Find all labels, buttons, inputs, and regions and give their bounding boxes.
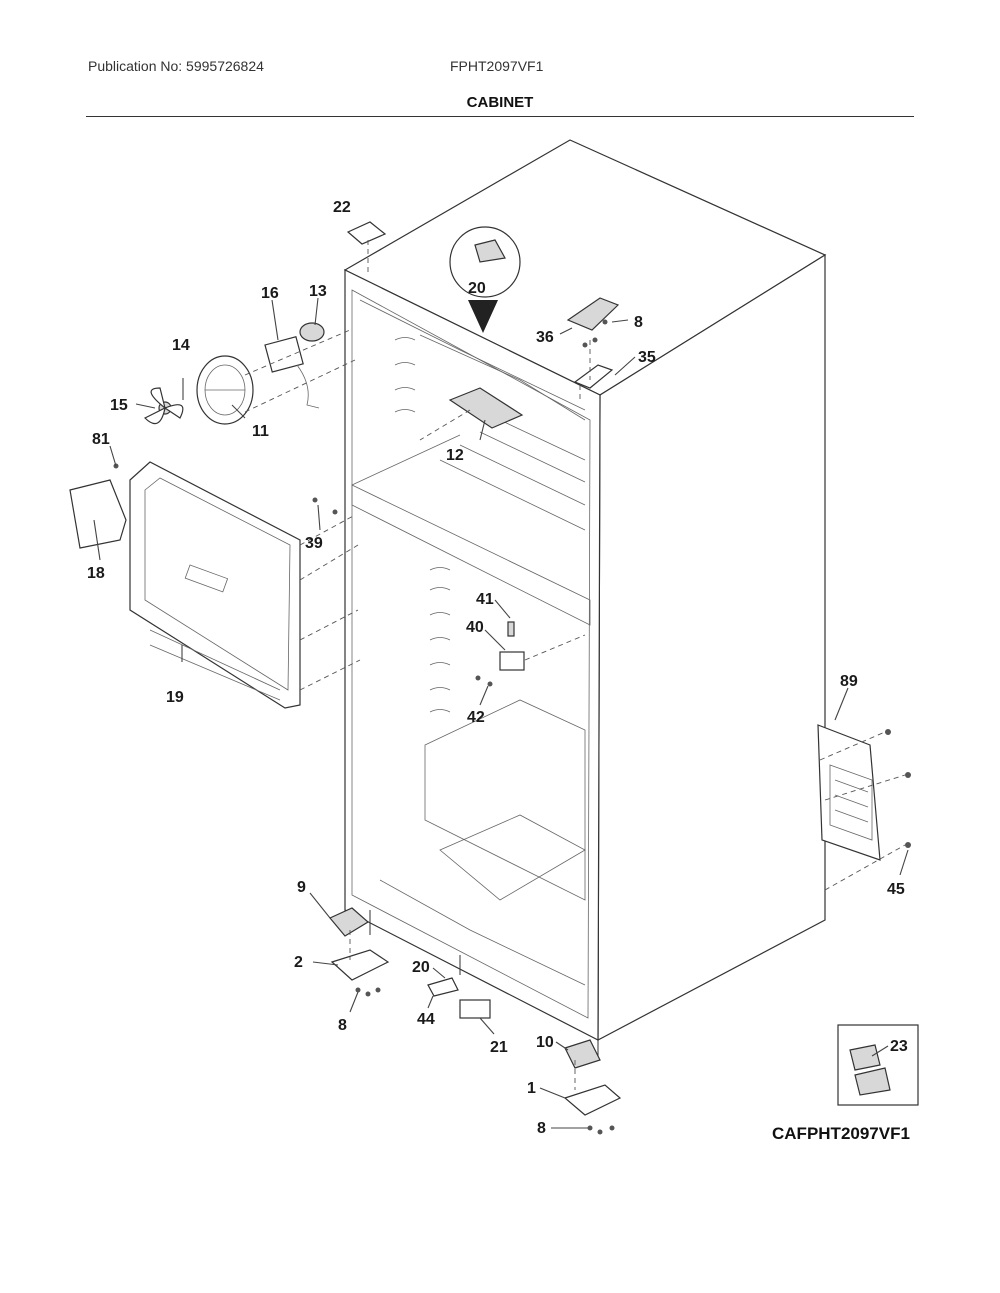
page-title: CABINET: [466, 94, 534, 111]
diagram-code: CAFPHT2097VF1: [772, 1124, 910, 1143]
bracket-part: [427, 977, 459, 997]
control-part: [499, 651, 525, 671]
callout-22: 22: [333, 199, 351, 216]
evaporator-cover-part: [129, 461, 301, 709]
hinge-cover-part: [566, 297, 620, 331]
callout-16: 16: [261, 285, 279, 302]
callout-23: 23: [890, 1038, 908, 1055]
callout-20-bottom: 20: [412, 959, 430, 976]
callout-13: 13: [309, 283, 327, 300]
callout-8-bottom: 8: [537, 1120, 546, 1137]
callout-10: 10: [536, 1034, 554, 1051]
inset-detail-box: [837, 1024, 919, 1106]
callout-40: 40: [466, 619, 484, 636]
assembly-lines: [244, 240, 906, 1090]
back-cover-part: [817, 724, 881, 861]
callout-9: 9: [297, 879, 306, 896]
fan-motor-part: [264, 335, 320, 409]
callout-18: 18: [87, 565, 105, 582]
label-part: [346, 221, 387, 245]
screws: [113, 319, 911, 1135]
callout-12: 12: [446, 447, 464, 464]
leveler-cover-part: [564, 1039, 601, 1069]
clip-part: [459, 999, 491, 1019]
light-housing-part: [448, 387, 524, 429]
lower-hinge-part: [563, 1084, 622, 1116]
fan-blade-part: [143, 387, 184, 425]
callout-20: 20: [468, 280, 486, 297]
leader-lines: [93, 297, 909, 1129]
callout-45: 45: [887, 881, 905, 898]
callout-41: 41: [476, 591, 494, 608]
callout-1: 1: [527, 1080, 536, 1097]
callout-42: 42: [467, 709, 485, 726]
bottom-hinge-cover-part: [329, 907, 370, 937]
callout-81: 81: [92, 431, 110, 448]
bottom-hinge-part: [330, 949, 390, 981]
callout-19: 19: [166, 689, 184, 706]
magnified-detail-circle: [449, 226, 521, 333]
callout-89: 89: [840, 673, 858, 690]
callout-2: 2: [294, 954, 303, 971]
air-grille-part: [69, 479, 127, 549]
header-rule: [86, 116, 914, 117]
callout-8-top: 8: [634, 314, 643, 331]
callout-35: 35: [638, 349, 656, 366]
callout-36: 36: [536, 329, 554, 346]
callout-44: 44: [417, 1011, 435, 1028]
model-number: FPHT2097VF1: [450, 58, 544, 74]
callout-39: 39: [305, 535, 323, 552]
callout-15: 15: [110, 397, 128, 414]
publication-number: Publication No: 5995726824: [88, 58, 264, 74]
motor-bracket-part: [299, 322, 325, 342]
callout-8-left: 8: [338, 1017, 347, 1034]
callout-14: 14: [172, 337, 190, 354]
bulb-part: [507, 621, 515, 637]
callout-11: 11: [252, 423, 269, 440]
cabinet-body: [343, 139, 827, 1060]
fan-shroud-part: [196, 355, 254, 425]
callout-21: 21: [490, 1039, 508, 1056]
